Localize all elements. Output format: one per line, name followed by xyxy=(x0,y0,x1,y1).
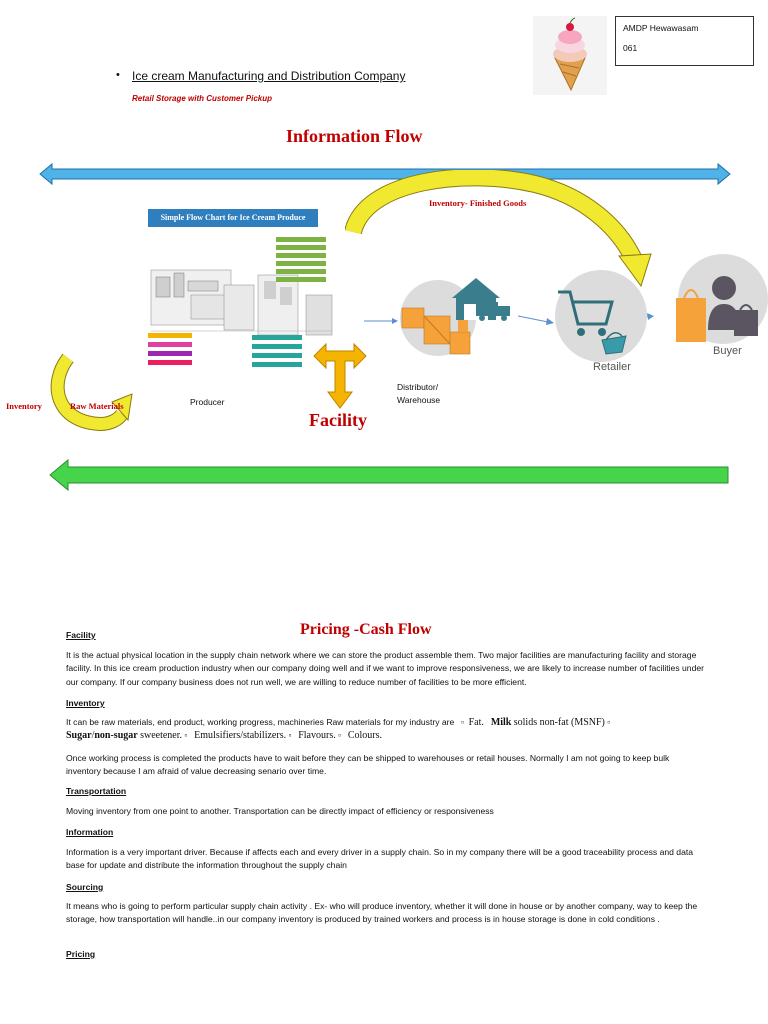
cash-flow-arrow xyxy=(49,458,729,492)
inventory-paragraph: It can be raw materials, end product, wo… xyxy=(66,717,611,742)
author-name: AMDP Hewawasam xyxy=(623,23,699,33)
information-flow-arrow xyxy=(39,162,731,186)
producer-to-distributor-arrow xyxy=(364,318,398,324)
raw-materials-curved-arrow xyxy=(50,353,133,432)
information-paragraph: Information is a very important driver. … xyxy=(66,847,694,871)
inventory-fat: Fat. xyxy=(468,717,484,728)
inventory-paragraph-2: Once working process is completed the pr… xyxy=(66,753,670,777)
inventory-non-sugar: non-sugar xyxy=(94,730,138,742)
retailer-circle xyxy=(555,270,647,362)
facility-heading: Facility xyxy=(66,630,96,640)
transportation-heading: Transportation xyxy=(66,786,127,796)
company-title: Ice cream Manufacturing and Distribution… xyxy=(132,69,406,83)
warehouse-icon xyxy=(401,278,510,355)
finished-goods-curved-arrow xyxy=(345,170,652,288)
facility-paragraph: It is the actual physical location in th… xyxy=(66,650,704,687)
producer-label: Producer xyxy=(190,397,225,407)
inventory-colours: Colours. xyxy=(347,730,383,742)
process-steps-legend xyxy=(276,237,326,282)
inventory-milk: Milk xyxy=(490,717,512,728)
inventory-sugar: Sugar xyxy=(66,730,92,742)
title-bullet: • xyxy=(116,69,120,81)
facility-double-arrow xyxy=(313,342,367,409)
producer-flow-chart: Simple Flow Chart for Ice Cream Produce xyxy=(146,205,336,377)
inventory-heading: Inventory xyxy=(66,698,105,708)
pricing-cash-flow-title: Pricing -Cash Flow xyxy=(300,621,432,638)
raw-materials-label: Raw Materials xyxy=(70,401,124,411)
company-subtitle: Retail Storage with Customer Pickup xyxy=(132,94,273,103)
author-box: AMDP Hewawasam 061 xyxy=(615,16,754,66)
factory-illustration xyxy=(148,269,333,367)
ice-cream-cone-image xyxy=(533,16,607,95)
distributor-label-line2: Warehouse xyxy=(397,395,441,405)
inventory-sweetener: sweetener. xyxy=(140,730,183,742)
inventory-finished-goods-label: Inventory- Finished Goods xyxy=(429,198,527,208)
inventory-slash: / xyxy=(91,730,95,742)
inventory-msnf: solids non-fat (MSNF) xyxy=(513,717,605,728)
pricing-heading: Pricing xyxy=(66,949,96,959)
information-flow-title: Information Flow xyxy=(286,126,423,146)
distributor-label-line1: Distributor/ xyxy=(397,382,439,392)
inventory-text-a: It can be raw materials, end product, wo… xyxy=(66,717,455,727)
sourcing-heading: Sourcing xyxy=(66,882,104,892)
buyer-person-with-bags-icon xyxy=(676,276,758,342)
distributor-to-retailer-arrow xyxy=(518,315,554,325)
facility-label: Facility xyxy=(309,410,367,430)
shopping-cart-icon xyxy=(558,290,627,355)
inventory-emulsifiers: Emulsifiers/stabilizers. xyxy=(194,730,287,742)
inventory-label: Inventory xyxy=(6,401,42,411)
flow-chart-title: Simple Flow Chart for Ice Cream Produce xyxy=(148,209,318,227)
transportation-paragraph: Moving inventory from one point to anoth… xyxy=(66,806,494,816)
author-id: 061 xyxy=(623,43,638,53)
information-heading: Information xyxy=(66,827,114,837)
buyer-label: Buyer xyxy=(713,345,742,357)
retailer-label: Retailer xyxy=(593,361,631,373)
sourcing-paragraph: It means who is going to perform particu… xyxy=(66,901,698,925)
inventory-flavours: Flavours. xyxy=(298,730,336,742)
